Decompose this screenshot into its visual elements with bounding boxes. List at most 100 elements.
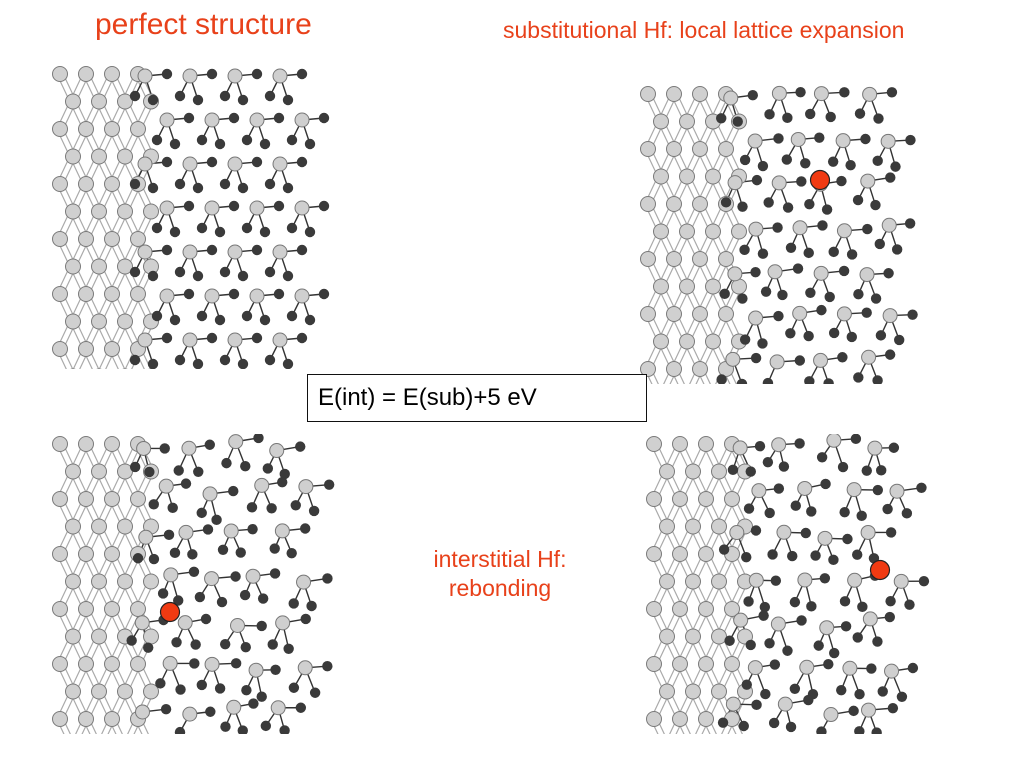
substrate-atom [698, 601, 714, 617]
metal-atom [294, 200, 310, 216]
oxygen-atom [144, 466, 155, 478]
substrate-atom [666, 196, 682, 212]
oxygen-atom [720, 197, 732, 208]
oxygen-atom [769, 659, 781, 670]
oxygen-atom [159, 443, 170, 454]
substrate-atom [679, 168, 695, 185]
metal-atom [893, 573, 909, 589]
oxygen-atom [741, 679, 752, 690]
metal-atom [792, 305, 808, 321]
oxygen-atom [206, 332, 218, 344]
substrate-atom [104, 286, 120, 302]
metal-atom [881, 217, 897, 233]
metal-atom [826, 434, 842, 448]
oxygen-atom [794, 438, 805, 449]
perfect-structure-panel [52, 66, 330, 369]
oxygen-atom [845, 160, 856, 171]
substrate-atom [130, 231, 146, 247]
oxygen-atom [762, 456, 774, 468]
substrate-atom [718, 251, 734, 267]
oxygen-atom [796, 176, 807, 187]
oxygen-atom [264, 266, 276, 278]
metal-atom [771, 85, 787, 101]
metal-atom [249, 200, 265, 216]
oxygen-atom [768, 717, 780, 729]
oxygen-atom [846, 331, 857, 343]
substrate-atom [698, 546, 714, 562]
oxygen-atom [848, 705, 859, 717]
oxygen-atom [171, 637, 182, 648]
oxygen-atom [876, 465, 887, 476]
substrate-atom [130, 491, 146, 507]
oxygen-atom [241, 310, 253, 322]
oxygen-atom [260, 720, 272, 732]
substrate-atom [65, 573, 81, 590]
substrate-atom [659, 463, 675, 480]
oxygen-atom [727, 464, 739, 476]
oxygen-atom [785, 721, 797, 733]
oxygen-atom [875, 330, 887, 341]
oxygen-atom [764, 638, 775, 649]
oxygen-atom [282, 182, 294, 194]
substrate-atom [130, 656, 146, 672]
substrate-atom [724, 601, 740, 617]
oxygen-atom [161, 156, 173, 168]
substrate-atom [685, 573, 701, 590]
oxygen-atom [288, 682, 300, 693]
oxygen-atom [246, 502, 258, 513]
substrate-atom [78, 601, 94, 617]
oxygen-atom [253, 434, 264, 444]
metal-atom [732, 440, 748, 456]
oxygen-atom [772, 222, 783, 233]
substrate-atom [117, 313, 133, 330]
oxygen-atom [839, 87, 850, 98]
oxygen-atom [804, 198, 815, 210]
oxygen-atom [196, 310, 208, 322]
oxygen-atom [828, 647, 840, 659]
metal-atom [135, 704, 151, 720]
oxygen-atom [773, 483, 785, 494]
oxygen-atom [806, 601, 817, 612]
oxygen-atom [751, 699, 762, 711]
metal-atom [733, 612, 749, 628]
metal-atom [823, 707, 839, 723]
metal-atom [751, 483, 767, 499]
oxygen-atom [256, 691, 267, 702]
oxygen-atom [279, 725, 290, 734]
oxygen-atom [132, 553, 144, 564]
metal-atom [230, 617, 246, 633]
oxygen-atom [905, 134, 916, 146]
oxygen-atom [883, 268, 894, 279]
substrate-atom [711, 628, 727, 645]
oxygen-atom [804, 376, 815, 384]
substrate-atom [666, 306, 682, 322]
oxygen-atom [885, 527, 897, 538]
oxygen-atom [167, 502, 178, 513]
oxygen-atom [306, 600, 317, 612]
oxygen-atom [196, 507, 207, 519]
substrate-atom [117, 258, 133, 275]
metal-atom [297, 660, 313, 676]
oxygen-atom [214, 314, 226, 326]
metal-atom [880, 133, 896, 149]
substrate-atom [52, 656, 68, 672]
substrate-atom [711, 463, 727, 480]
substrate-atom [646, 436, 662, 452]
oxygen-atom [194, 591, 206, 603]
substrate-atom [117, 683, 133, 700]
substrate-atom [685, 518, 701, 535]
substrate-atom [117, 573, 133, 590]
oxygen-atom [251, 156, 263, 168]
substrate-atom [65, 628, 81, 645]
oxygen-atom [256, 620, 267, 632]
oxygen-atom [264, 90, 276, 102]
oxygen-atom [174, 178, 186, 190]
oxygen-atom [852, 549, 863, 560]
substrate-atom [52, 711, 68, 727]
oxygen-atom [750, 352, 762, 364]
metal-atom [204, 200, 220, 216]
metal-atom [889, 483, 905, 499]
oxygen-atom [155, 678, 166, 689]
metal-atom [272, 156, 288, 172]
oxygen-atom [806, 506, 817, 517]
